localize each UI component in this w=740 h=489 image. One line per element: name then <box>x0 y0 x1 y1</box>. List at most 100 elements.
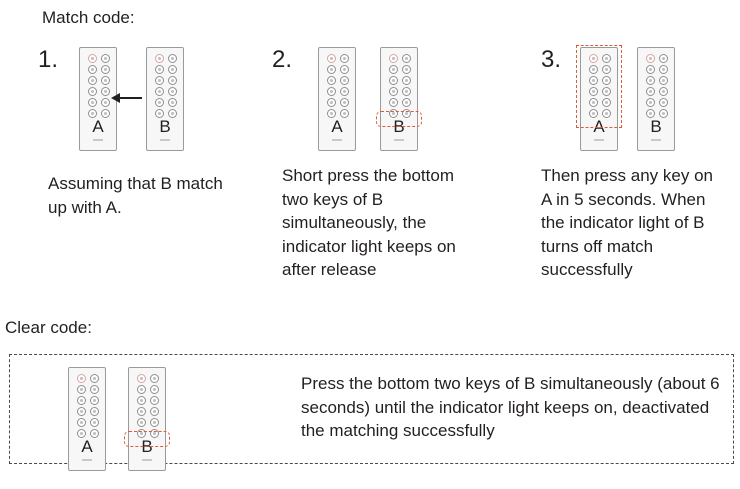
remote-key <box>659 109 668 118</box>
remote-a: A <box>79 47 117 151</box>
remote-key <box>168 76 177 85</box>
remote-key <box>389 98 398 107</box>
remote-key <box>327 65 336 74</box>
remote-logo <box>651 139 661 141</box>
remote-key <box>340 87 349 96</box>
remote-logo <box>142 459 152 461</box>
remote-key <box>389 65 398 74</box>
remote-a-label: A <box>92 117 104 136</box>
remote-key <box>155 98 164 107</box>
step-1-number: 1. <box>38 46 59 73</box>
remote-key <box>389 76 398 85</box>
remote-key <box>150 374 159 383</box>
remote-a-label: A <box>593 117 605 136</box>
remote-key <box>88 109 97 118</box>
step-1-caption: Assuming that B match up with A. <box>48 174 223 217</box>
match-code-title: Match code: <box>42 8 135 27</box>
remote-key <box>137 418 146 427</box>
remote-a-label: A <box>331 117 343 136</box>
remote-key <box>646 109 655 118</box>
remote-b: B <box>128 367 166 471</box>
remote-key <box>101 54 110 63</box>
step-3-number: 3. <box>541 46 562 73</box>
remote-key <box>589 109 598 118</box>
remote-b-label: B <box>650 117 662 136</box>
remote-a-label: A <box>81 437 93 456</box>
remote-key <box>602 87 611 96</box>
indicator-key <box>77 374 86 383</box>
remote-key <box>137 396 146 405</box>
indicator-key <box>327 54 336 63</box>
remote-key <box>589 76 598 85</box>
indicator-key <box>137 374 146 383</box>
remote-key <box>327 98 336 107</box>
remote-logo <box>93 139 103 141</box>
step-3-caption: Then press any key on A in 5 seconds. Wh… <box>541 166 713 279</box>
remote-key <box>602 54 611 63</box>
remote-key <box>101 87 110 96</box>
remote-a: A <box>318 47 356 151</box>
remote-key <box>327 76 336 85</box>
step-2-number: 2. <box>272 46 293 73</box>
remote-key <box>77 396 86 405</box>
remote-key <box>659 98 668 107</box>
remote-logo <box>332 139 342 141</box>
arrow-left-icon <box>111 93 142 103</box>
remote-key <box>589 65 598 74</box>
remote-key <box>90 429 99 438</box>
remote-key <box>168 109 177 118</box>
remote-key <box>646 98 655 107</box>
remote-a: A <box>580 47 618 151</box>
remote-logo <box>594 139 604 141</box>
remote-key <box>602 65 611 74</box>
remote-key <box>168 87 177 96</box>
remote-key <box>340 65 349 74</box>
remote-key <box>402 65 411 74</box>
remote-key <box>137 385 146 394</box>
remote-logo <box>82 459 92 461</box>
bottom-keys-highlight <box>376 111 422 127</box>
remote-key <box>150 429 159 438</box>
remote-key <box>88 98 97 107</box>
remote-key <box>77 418 86 427</box>
remote-key <box>77 429 86 438</box>
remote-key <box>150 385 159 394</box>
clear-code-title: Clear code: <box>5 318 92 337</box>
remote-key <box>77 385 86 394</box>
remote-key <box>90 385 99 394</box>
remote-key <box>602 98 611 107</box>
indicator-key <box>88 54 97 63</box>
indicator-key <box>389 54 398 63</box>
remote-key <box>340 109 349 118</box>
remote-key <box>340 98 349 107</box>
remote-key <box>402 87 411 96</box>
remote-key <box>150 407 159 416</box>
remote-logo <box>160 139 170 141</box>
remote-key <box>402 109 411 118</box>
remote-key <box>101 65 110 74</box>
all-keys-highlight <box>576 45 622 128</box>
remote-key <box>659 54 668 63</box>
indicator-key <box>646 54 655 63</box>
remote-key <box>88 65 97 74</box>
remote-key <box>659 76 668 85</box>
remote-b-label: B <box>159 117 171 136</box>
remote-key <box>168 54 177 63</box>
remote-key <box>646 65 655 74</box>
remote-key <box>155 65 164 74</box>
remote-key <box>402 98 411 107</box>
remote-key <box>90 407 99 416</box>
step-2-caption: Short press the bottom two keys of B sim… <box>282 166 456 279</box>
remote-key <box>340 54 349 63</box>
remote-key <box>155 87 164 96</box>
indicator-key <box>155 54 164 63</box>
remote-key <box>402 76 411 85</box>
remote-key <box>101 109 110 118</box>
remote-key <box>389 87 398 96</box>
remote-key <box>327 87 336 96</box>
bottom-keys-highlight <box>124 431 170 447</box>
remote-b: B <box>146 47 184 151</box>
clear-code-border <box>9 354 734 464</box>
remote-key <box>101 98 110 107</box>
remote-key <box>137 407 146 416</box>
